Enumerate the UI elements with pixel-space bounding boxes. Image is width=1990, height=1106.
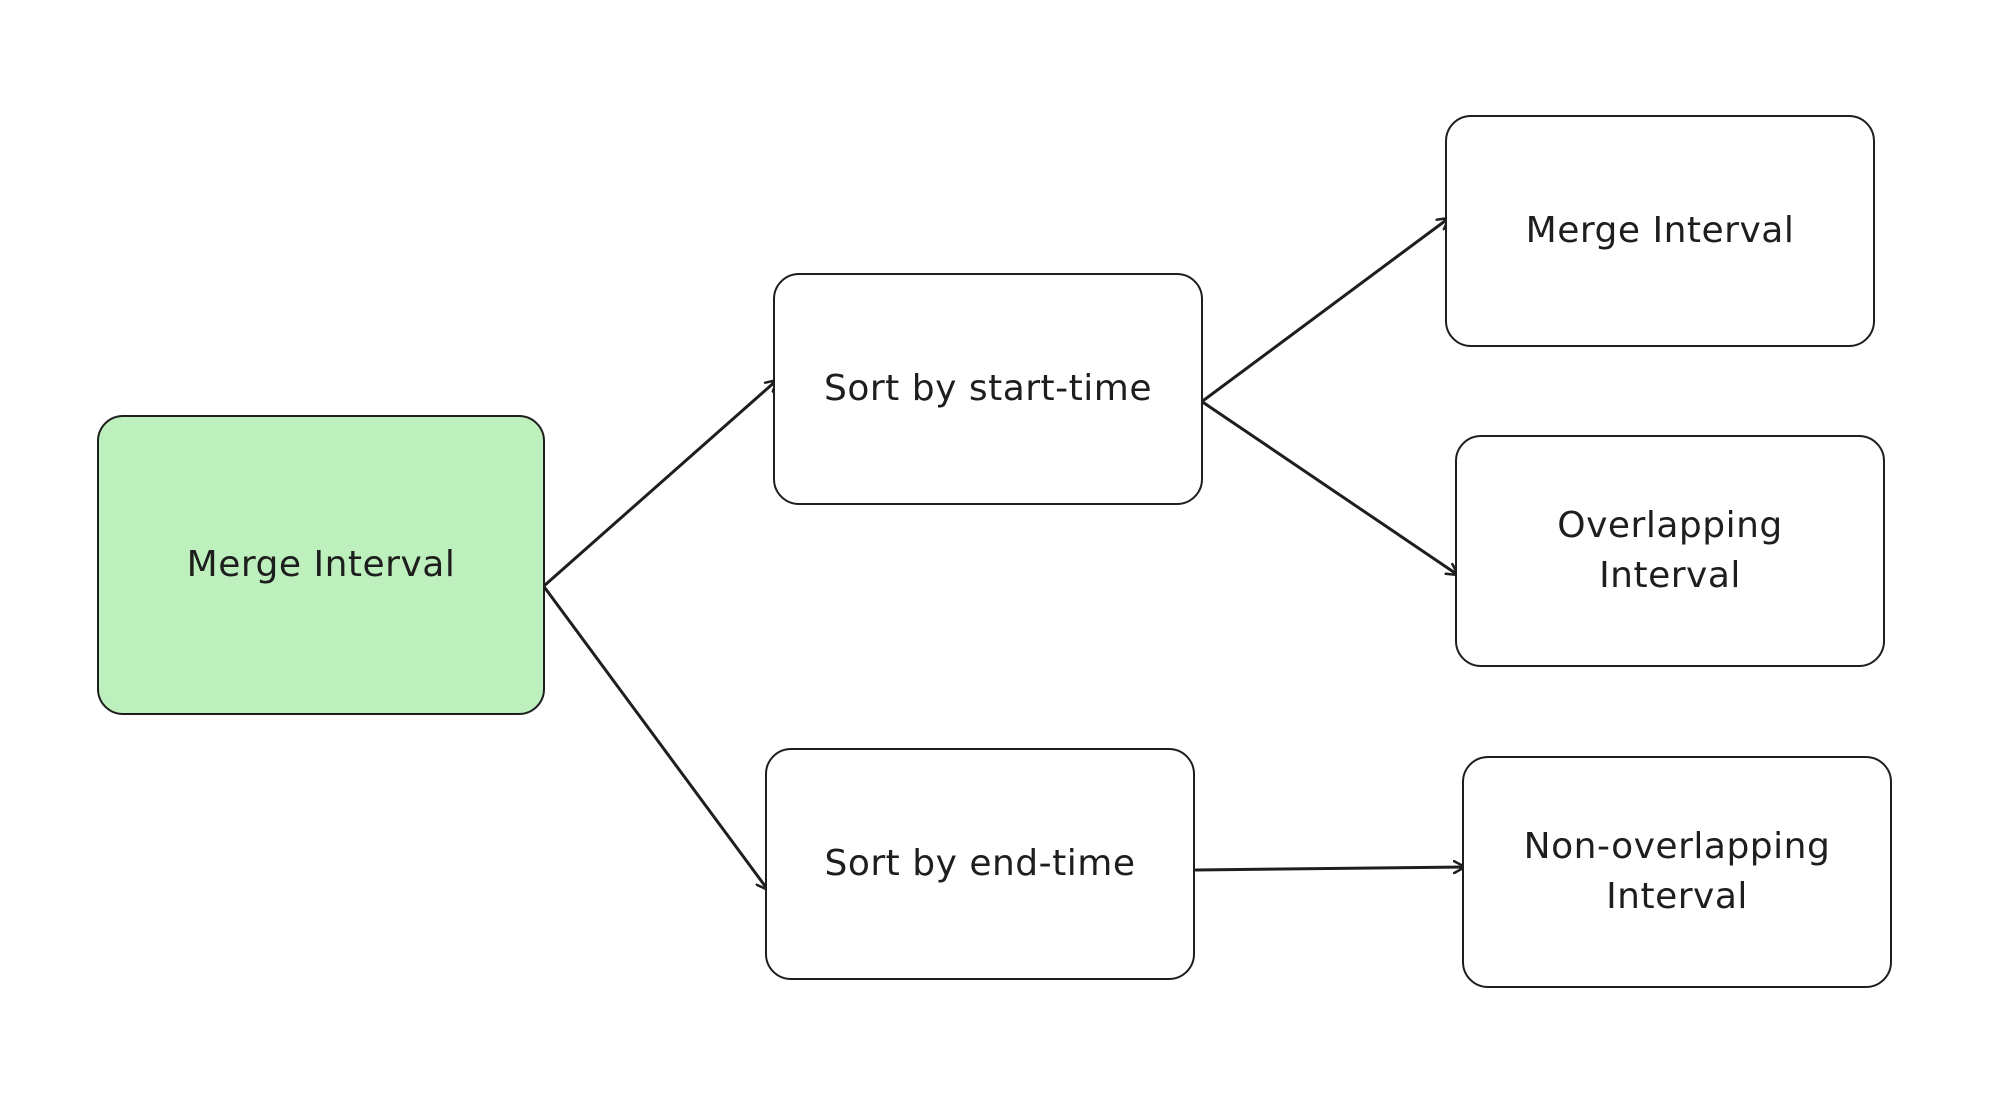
- node-non-overlapping-interval[interactable]: Non-overlapping Interval: [1462, 756, 1892, 988]
- node-sort-by-end-time[interactable]: Sort by end-time: [765, 748, 1195, 980]
- node-sort-by-start-time[interactable]: Sort by start-time: [773, 273, 1203, 505]
- node-root[interactable]: Merge Interval: [97, 415, 545, 715]
- node-sort-by-end-time-label: Sort by end-time: [824, 843, 1136, 884]
- edge-root-to-sort-end: [543, 586, 770, 892]
- node-root-label: Merge Interval: [186, 544, 456, 585]
- edge-root-to-sort-start: [543, 378, 779, 587]
- node-overlapping-interval[interactable]: Overlapping Interval: [1455, 435, 1885, 667]
- edge-sort-start-to-overlapping: [1202, 401, 1460, 577]
- node-non-overlapping-interval-label: Non-overlapping Interval: [1523, 826, 1831, 917]
- node-overlapping-interval-label: Overlapping Interval: [1557, 505, 1783, 596]
- node-merge-interval[interactable]: Merge Interval: [1445, 115, 1875, 347]
- edge-sort-start-to-merge-interval: [1202, 216, 1451, 402]
- node-sort-by-start-time-label: Sort by start-time: [823, 368, 1152, 409]
- node-merge-interval-label: Merge Interval: [1525, 210, 1795, 251]
- edge-sort-end-to-non-overlapping: [1194, 867, 1467, 870]
